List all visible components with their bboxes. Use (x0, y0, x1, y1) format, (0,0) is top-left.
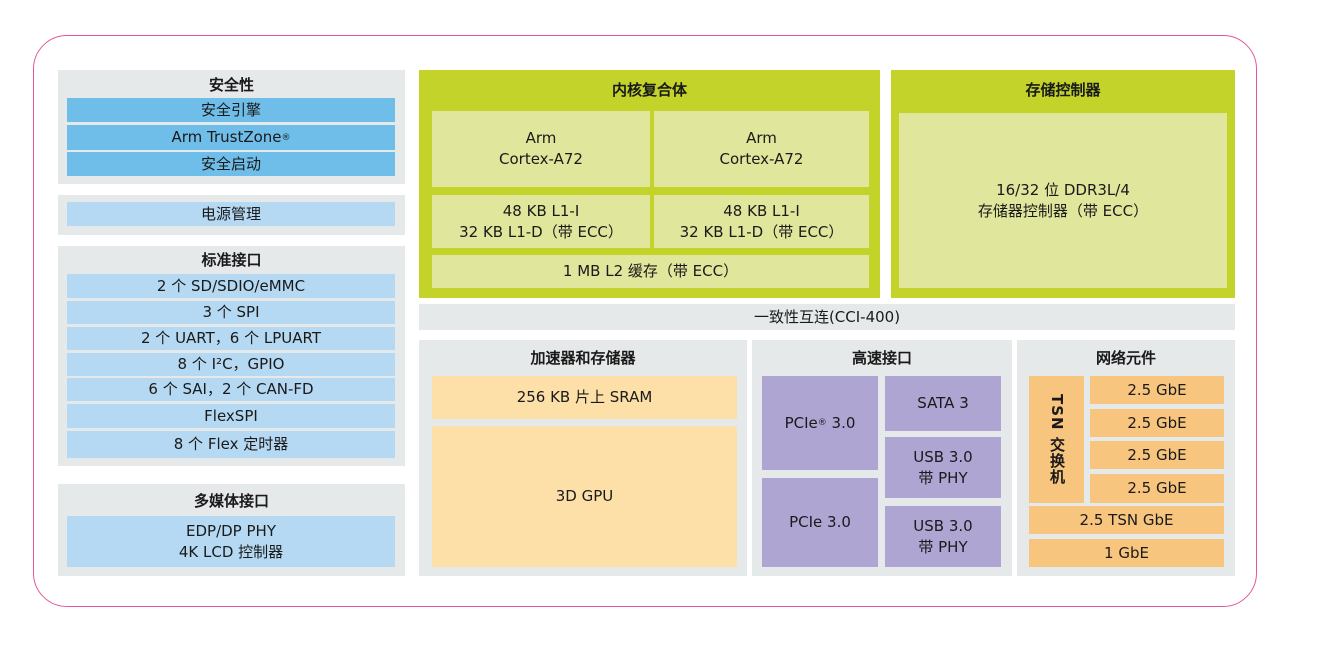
coherent-interconnect: 一致性互连(CCI-400) (419, 304, 1235, 330)
core-complex-title: 内核复合体 (611, 80, 687, 99)
arm-trustzone: Arm TrustZone® (67, 125, 395, 150)
l2-cache: 1 MB L2 缓存（带 ECC） (432, 255, 869, 288)
gbe-port: 2.5 GbE (1090, 376, 1224, 404)
interface-item: 6 个 SAI，2 个 CAN-FD (67, 378, 395, 401)
multimedia-content: EDP/DP PHY 4K LCD 控制器 (67, 516, 395, 567)
memory-controller-title: 存储控制器 (1025, 80, 1101, 99)
pcie-3-0-primary: PCIe® 3.0 (762, 376, 878, 470)
pcie-3-0-secondary: PCIe 3.0 (762, 478, 878, 567)
cpu-cortex-a72: Arm Cortex-A72 (432, 111, 650, 187)
interfaces-title: 标准接口 (201, 250, 262, 269)
gpu-3d: 3D GPU (432, 426, 737, 567)
security-engine: 安全引擎 (67, 98, 395, 122)
highspeed-title: 高速接口 (851, 348, 912, 367)
gbe-port: 2.5 GbE (1090, 409, 1224, 437)
multimedia-title: 多媒体接口 (193, 491, 269, 510)
tsn-switch-label: TSN 交换机 (1048, 394, 1066, 485)
ddr-controller: 16/32 位 DDR3L/4 存储器控制器（带 ECC） (899, 113, 1227, 288)
gbe-port: 2.5 GbE (1090, 441, 1224, 469)
security-title: 安全性 (208, 75, 254, 94)
sata-3: SATA 3 (885, 376, 1001, 431)
accelerators-title: 加速器和存储器 (530, 348, 636, 367)
cpu-cortex-a72: Arm Cortex-A72 (654, 111, 869, 187)
usb-3-0-phy: USB 3.0 带 PHY (885, 506, 1001, 567)
interface-item: 3 个 SPI (67, 301, 395, 324)
tsn-switch: TSN 交换机 (1029, 376, 1084, 503)
interface-item: FlexSPI (67, 404, 395, 428)
gbe-1: 1 GbE (1029, 539, 1224, 567)
on-chip-sram: 256 KB 片上 SRAM (432, 376, 737, 419)
diagram-frame (33, 35, 1257, 607)
tsn-gbe: 2.5 TSN GbE (1029, 506, 1224, 534)
l1-cache: 48 KB L1-I 32 KB L1-D（带 ECC） (432, 195, 650, 248)
secure-boot: 安全启动 (67, 152, 395, 176)
interface-item: 2 个 UART，6 个 LPUART (67, 327, 395, 350)
gbe-port: 2.5 GbE (1090, 474, 1224, 503)
usb-3-0-phy: USB 3.0 带 PHY (885, 437, 1001, 498)
l1-cache: 48 KB L1-I 32 KB L1-D（带 ECC） (654, 195, 869, 248)
network-title: 网络元件 (1095, 348, 1156, 367)
power-management: 电源管理 (67, 202, 395, 226)
interface-item: 8 个 Flex 定时器 (67, 431, 395, 458)
interface-item: 2 个 SD/SDIO/eMMC (67, 274, 395, 298)
interface-item: 8 个 I²C，GPIO (67, 353, 395, 376)
